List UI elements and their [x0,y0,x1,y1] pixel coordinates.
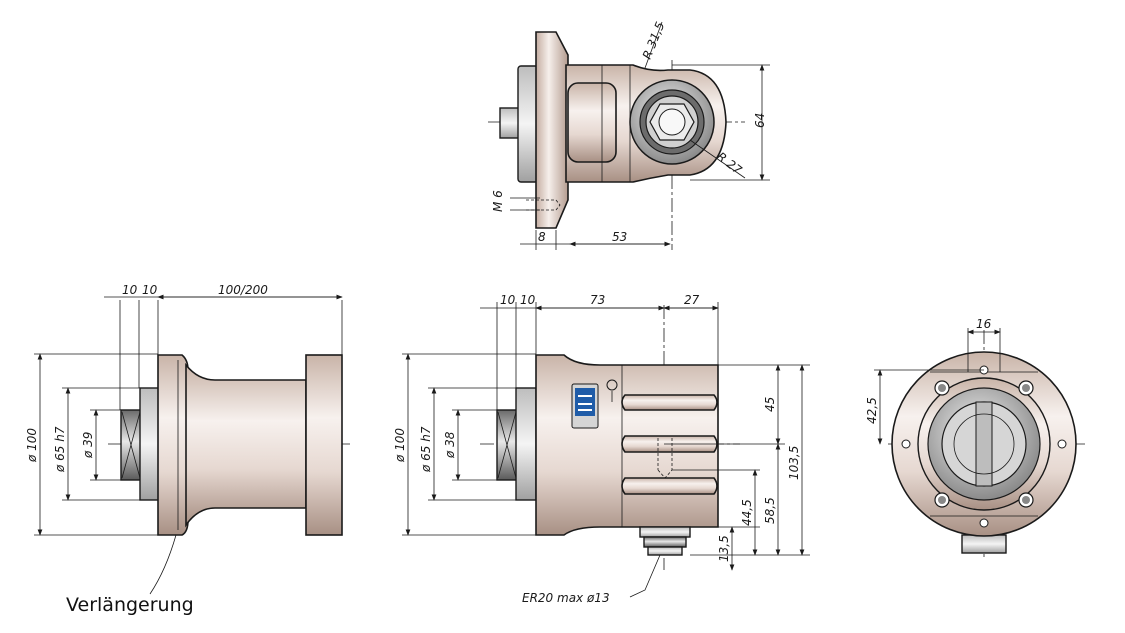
dim-ext-dia-shaft: ø 39 [81,432,95,459]
dim-head-h-mid: 58,5 [763,497,777,524]
dim-head-h-low: 44,5 [740,499,754,526]
top-view: R 31,5 64 R 27 M 6 8 53 [488,20,770,250]
dim-ext-dia-outer: ø 100 [25,428,39,463]
dim-thread-m6: M 6 [491,190,505,212]
dim-head-flange-b: 10 [520,293,536,307]
dim-front-width: 16 [976,317,992,331]
dim-ext-dia-fit: ø 65 h7 [53,426,67,473]
dim-head-h-top: 45 [763,397,777,412]
dim-head-dia-fit: ø 65 h7 [419,426,433,473]
dim-head-h-total: 103,5 [787,446,801,480]
dim-head-dia-shaft: ø 38 [443,431,457,459]
dim-head-length-b: 27 [684,293,700,307]
dim-ext-flange-b: 10 [142,283,158,297]
oil-icon [606,379,618,391]
dim-head-flange-a: 10 [500,293,516,307]
side-view-extension: 10 10 100/200 ø 100 ø 65 h7 ø 39 Verläng… [25,283,350,616]
dim-ext-length: 100/200 [218,283,268,297]
dim-ext-flange-a: 10 [122,283,138,297]
extension-label: Verlängerung [66,594,194,616]
collet-note: ER20 max ø13 [522,591,610,605]
dim-height-64: 64 [753,113,767,128]
front-view: 16 42,5 [865,317,1085,560]
dim-radius-outer: R 31,5 [640,20,668,61]
dim-length-53: 53 [612,230,627,244]
dim-head-h-bottom: 13,5 [717,535,731,562]
dim-radius-inner: R 27 [714,149,745,177]
dim-head-length-a: 73 [590,293,605,307]
dim-head-dia-outer: ø 100 [393,428,407,463]
dim-front-offset: 42,5 [865,397,879,424]
side-view-head: 10 10 73 27 ø 100 ø 65 h7 ø 38 45 103,5 … [393,293,810,605]
dim-flange-8: 8 [538,230,546,244]
